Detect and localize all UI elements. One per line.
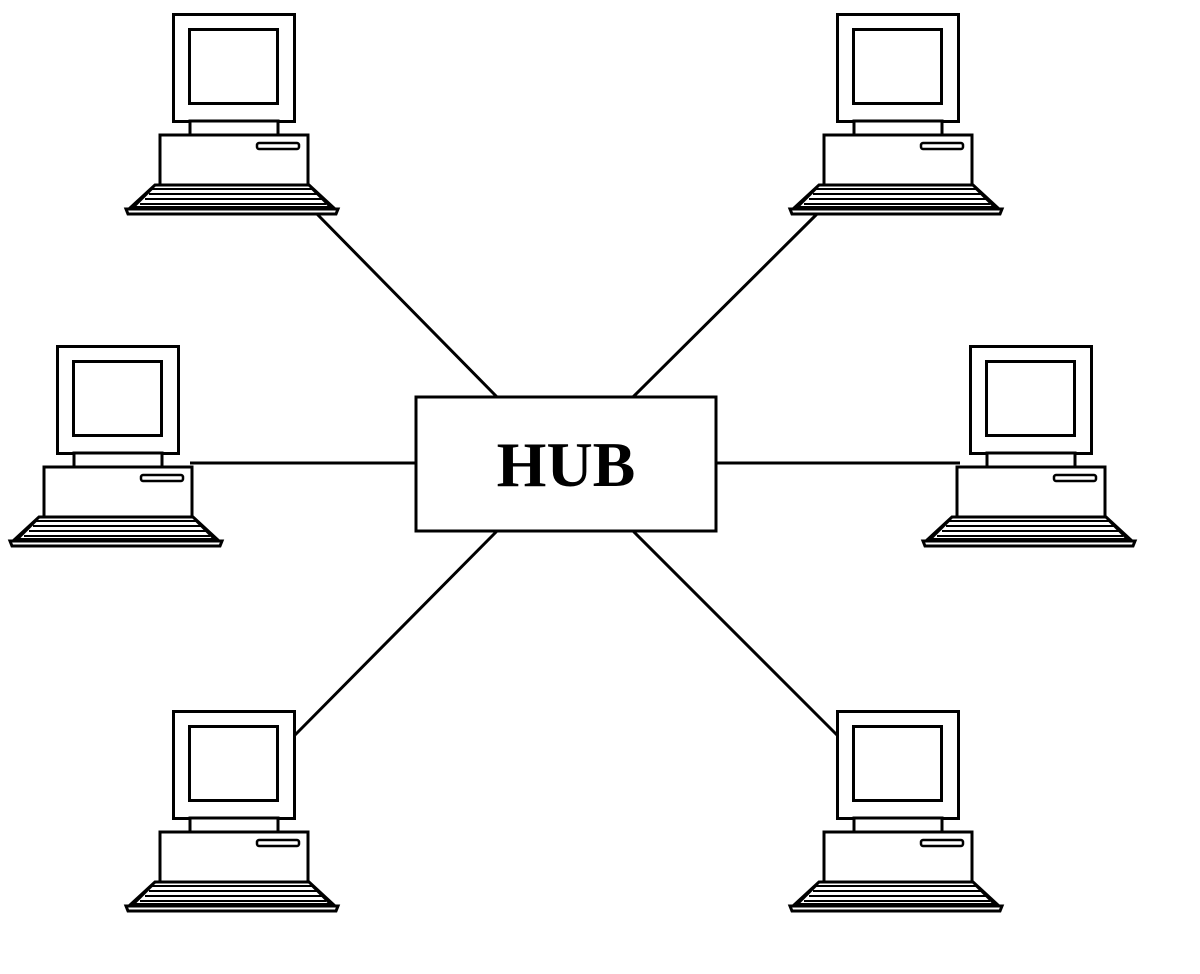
cable-bottom-left bbox=[292, 529, 499, 738]
hub-label: HUB bbox=[497, 429, 636, 500]
computer-bottom-left bbox=[124, 710, 340, 913]
cable-top-right bbox=[631, 211, 820, 399]
computer-bottom-right bbox=[788, 710, 1004, 913]
cable-top-left bbox=[314, 211, 499, 399]
desktop-computer-icon bbox=[788, 710, 1004, 913]
hub-node: HUB bbox=[414, 395, 718, 533]
computer-middle-right bbox=[921, 345, 1137, 548]
computer-top-right bbox=[788, 13, 1004, 216]
desktop-computer-icon bbox=[124, 710, 340, 913]
cable-bottom-right bbox=[631, 529, 840, 738]
desktop-computer-icon bbox=[921, 345, 1137, 548]
desktop-computer-icon bbox=[124, 13, 340, 216]
desktop-computer-icon bbox=[8, 345, 224, 548]
desktop-computer-icon bbox=[788, 13, 1004, 216]
computer-middle-left bbox=[8, 345, 224, 548]
hub-box bbox=[414, 395, 718, 533]
computer-top-left bbox=[124, 13, 340, 216]
